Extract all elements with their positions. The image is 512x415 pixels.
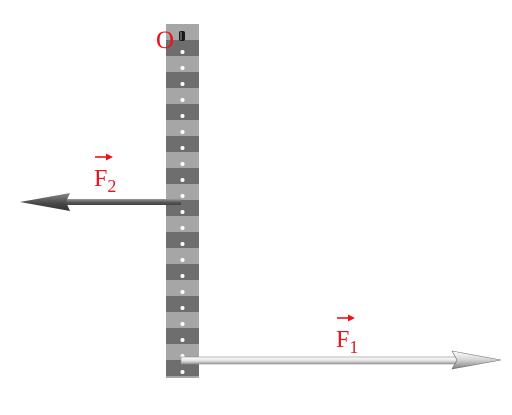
lever-hole (180, 226, 185, 230)
svg-text:F1: F1 (336, 327, 358, 357)
force-f2-letter: F (94, 166, 107, 192)
lever-hole (180, 162, 185, 166)
lever-segment (166, 232, 199, 248)
lever-hole (180, 130, 185, 134)
lever-segment (166, 296, 199, 312)
lever-hole (180, 98, 185, 102)
vector-arrow-icon (95, 153, 113, 161)
force-f2-label: F2 (94, 153, 116, 196)
lever-segment (166, 72, 199, 88)
lever-hole (180, 82, 185, 86)
lever-hole (180, 146, 185, 150)
lever-segment (166, 136, 199, 152)
lever-hole (180, 178, 185, 182)
lever-segment (166, 344, 199, 360)
lever-segment (166, 88, 199, 104)
lever-segment (166, 376, 199, 378)
lever-hole (180, 210, 185, 214)
lever-segment (166, 280, 199, 296)
force-f1-letter: F (336, 327, 349, 353)
lever-segment (166, 248, 199, 264)
lever-hole (180, 370, 185, 374)
force-f1-subscript: 1 (349, 337, 358, 357)
lever-bar (166, 24, 199, 378)
lever-hole (180, 338, 185, 342)
lever-hole (180, 258, 185, 262)
lever-segment (166, 216, 199, 232)
pivot-pin (179, 31, 185, 41)
lever-hole (180, 114, 185, 118)
lever-segment (166, 312, 199, 328)
lever-segment (166, 328, 199, 344)
lever-hole (180, 322, 185, 326)
vector-arrow-icon (337, 314, 355, 322)
lever-hole (180, 274, 185, 278)
lever-segment (166, 152, 199, 168)
lever-segment (166, 184, 199, 200)
lever-segment (166, 56, 199, 72)
lever-hole (180, 290, 185, 294)
lever-segment (166, 120, 199, 136)
lever-segment (166, 168, 199, 184)
lever-hole (180, 242, 185, 246)
force-f2-subscript: 2 (107, 176, 116, 196)
lever-segment (166, 104, 199, 120)
pivot-label: O (156, 27, 174, 54)
force-f2-arrow (20, 193, 181, 211)
lever-hole (180, 306, 185, 310)
force-f1-arrow (180, 350, 502, 370)
svg-text:F2: F2 (94, 166, 116, 196)
lever-hole (180, 50, 185, 54)
force-f1-label: F1 (336, 314, 358, 357)
lever-hole (180, 66, 185, 70)
lever-segment (166, 264, 199, 280)
lever-hole (180, 194, 185, 198)
lever-segment (166, 40, 199, 56)
